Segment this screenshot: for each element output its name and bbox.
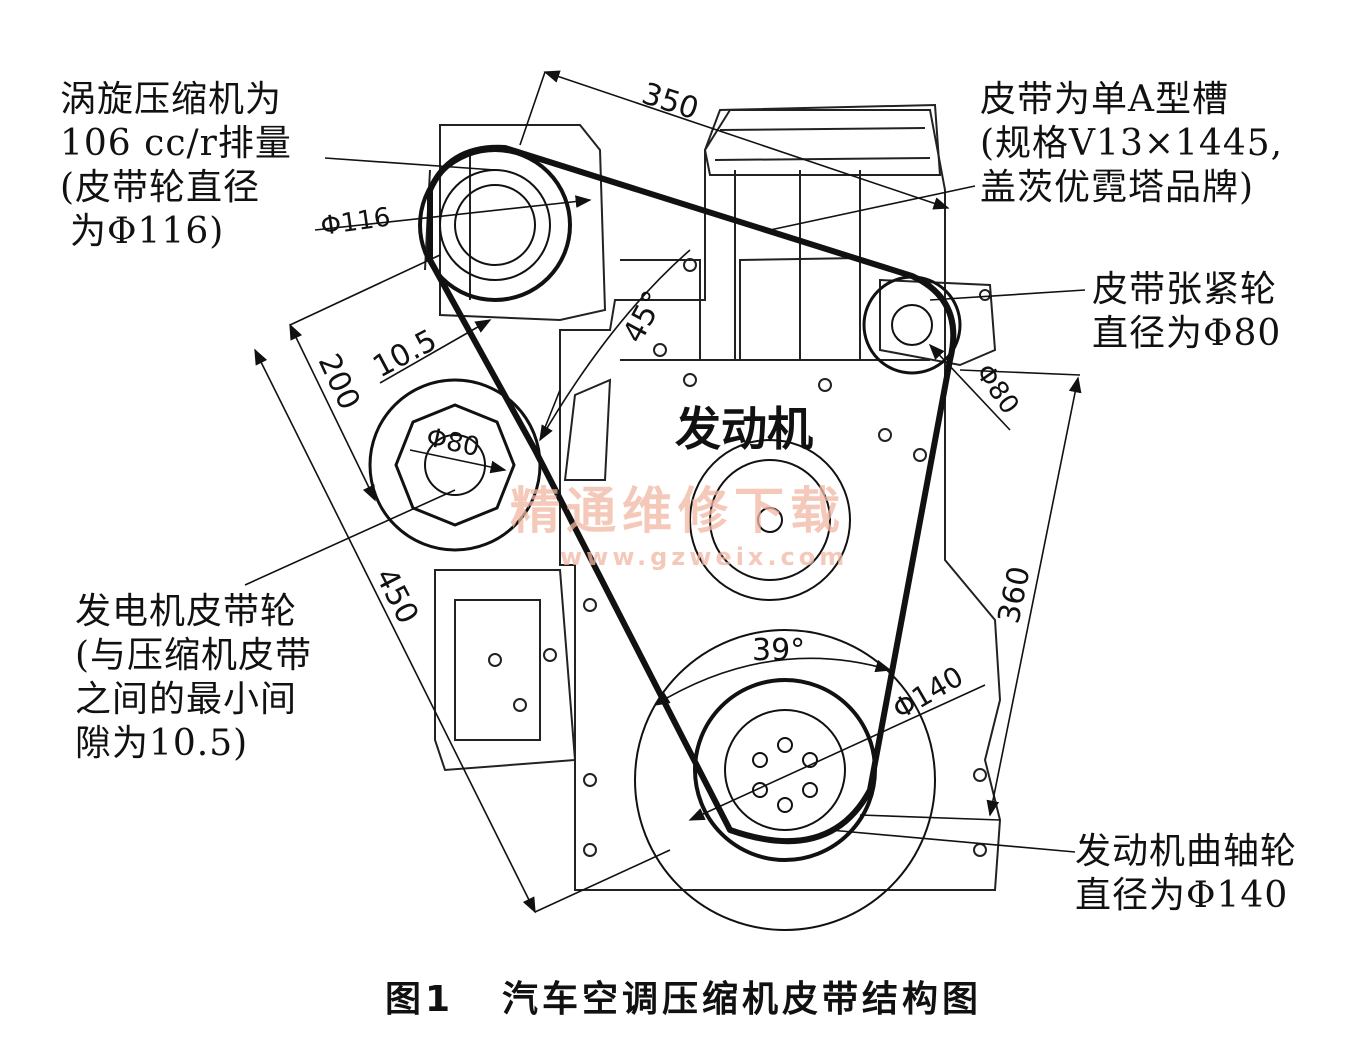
belt-label: 皮带为单A型槽 (规格V13×1445, 盖茨优霓塔品牌) [980,79,1284,208]
cylinder-head [703,103,942,176]
leader-tensioner [929,289,1086,301]
watermark-cn: 精通维修下载 [510,482,846,540]
watermark-url: www.gzweix.com [560,543,848,571]
dim-10-5: 10.5 [367,323,442,385]
drive-belt [427,144,957,845]
phi116-line [314,195,592,231]
figure-title: 汽车空调压缩机皮带结构图 [502,979,983,1020]
figure-caption: 图1 汽车空调压缩机皮带结构图 [0,970,1367,1022]
phi80-alt: Φ80 [424,423,483,463]
dim-350-line [543,70,950,210]
phi80-tens: Φ80 [969,359,1024,420]
dim-360-line [986,376,1082,817]
dim-450-line [254,348,536,914]
leader-compressor [324,157,496,171]
angle-45: 45° [616,285,672,348]
engine-label: 发动机 [675,402,813,456]
angle-39-arc [653,657,892,706]
dim-360: 360 [992,563,1038,626]
phi80-alt-line [409,449,507,474]
leader-belt [769,185,976,231]
alternator-label: 发电机皮带轮 (与压缩机皮带 之间的最小间 隙为10.5) [75,591,313,764]
angle-39: 39° [752,633,805,668]
engine-damper [689,439,851,601]
dim-10-5-line [379,319,492,384]
phi80-tens-line [928,343,1011,431]
phi140-line [688,684,986,821]
dim-350: 350 [638,76,703,127]
dim-450: 450 [368,563,425,630]
leader-crank [829,829,1076,853]
compressor-label: 涡旋压缩机为 106 cc/r排量 (皮带轮直径 为Φ116) [60,79,292,252]
phi140: Φ140 [887,660,969,726]
crank-label: 发动机曲轴轮 直径为Φ140 [1075,831,1298,916]
figure-number: 图1 [384,979,455,1020]
dim-200: 200 [311,349,367,416]
angle-45-arc [539,249,691,442]
leader-alternator [244,489,456,586]
phi116: Φ116 [319,202,393,241]
watermark: 精通维修下载 www.gzweix.com [510,482,848,571]
dim-200-line [289,323,376,502]
tensioner-label: 皮带张紧轮 直径为Φ80 [1092,269,1282,354]
